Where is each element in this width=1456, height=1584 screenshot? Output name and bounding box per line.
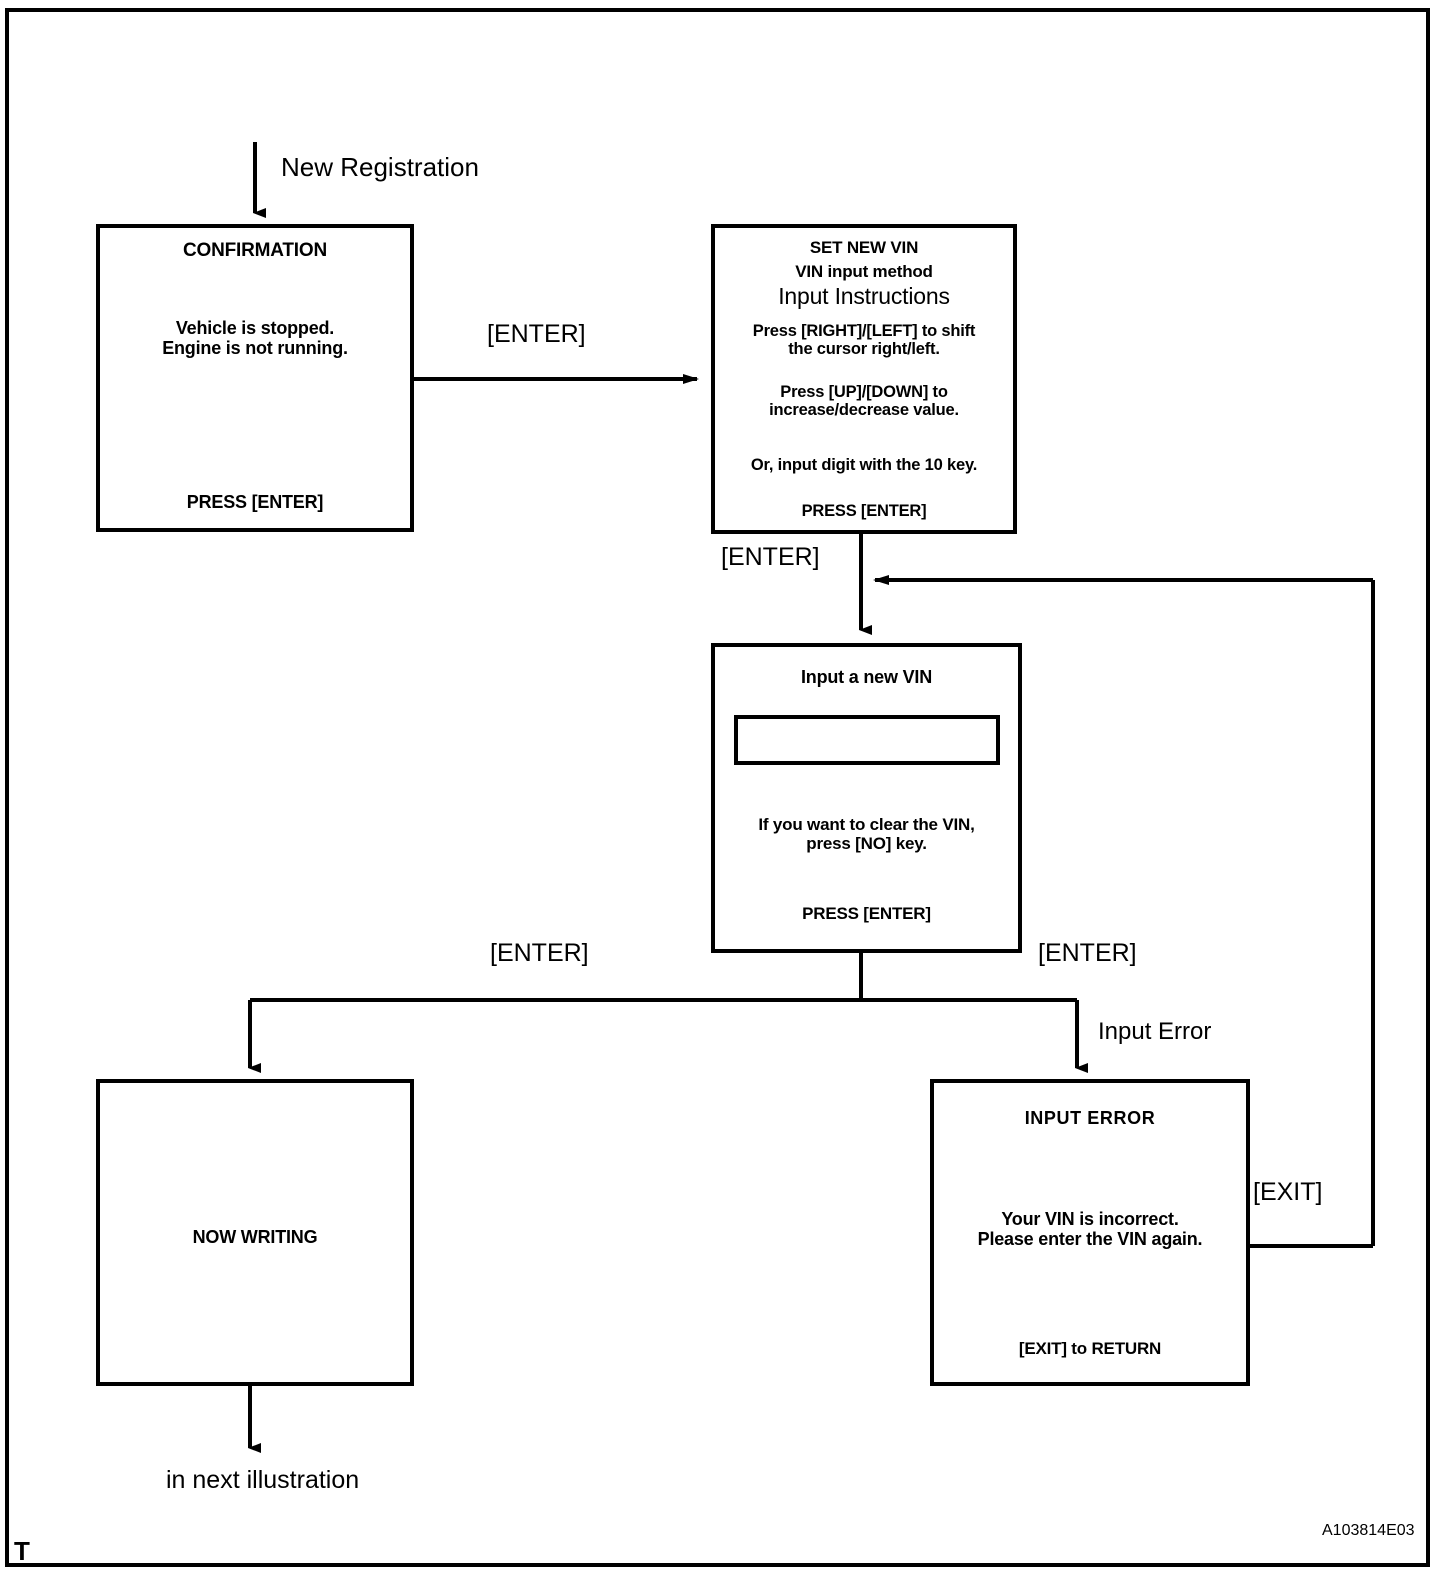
- setnewvin-heading: Input Instructions: [778, 283, 950, 309]
- vin-input-field[interactable]: [734, 715, 1000, 765]
- setnewvin-instruction-3: Or, input digit with the 10 key.: [750, 456, 978, 474]
- label-transition-setvin-to-inputvin: [ENTER]: [721, 543, 820, 571]
- setnewvin-title: SET NEW VIN: [809, 238, 919, 257]
- setnewvin-instruction-1-line1: Press [RIGHT]/[LEFT] to shift: [752, 322, 976, 340]
- confirmation-footer: PRESS [ENTER]: [186, 491, 324, 512]
- setnewvin-instruction-2-line1: Press [UP]/[DOWN] to: [780, 383, 948, 401]
- setnewvin-instruction-1: Press [RIGHT]/[LEFT] to shift the cursor…: [717, 322, 1011, 359]
- screen-box-input-new-vin: Input a new VIN If you want to clear the…: [711, 643, 1022, 953]
- inputvin-footer: PRESS [ENTER]: [802, 903, 931, 923]
- inputvin-hint-line2: press [NO] key.: [806, 834, 927, 854]
- nowwriting-title: NOW WRITING: [192, 1227, 318, 1247]
- inputerror-body-line1: Your VIN is incorrect.: [1001, 1209, 1179, 1229]
- confirmation-body-line2: Engine is not running.: [162, 338, 348, 359]
- illustration-code: A103814E03: [1322, 1522, 1415, 1539]
- setnewvin-footer: PRESS [ENTER]: [801, 501, 927, 520]
- page-border-frame: [5, 8, 1430, 1567]
- label-exit-return: [EXIT]: [1253, 1178, 1323, 1206]
- inputvin-hint: If you want to clear the VIN, press [NO]…: [717, 815, 1016, 853]
- label-transition-confirmation-to-setvin: [ENTER]: [487, 320, 586, 348]
- inputvin-title: Input a new VIN: [800, 667, 932, 687]
- confirmation-title: CONFIRMATION: [183, 240, 327, 261]
- screen-box-input-error: INPUT ERROR Your VIN is incorrect. Pleas…: [930, 1079, 1250, 1386]
- label-next-illustration: in next illustration: [166, 1466, 360, 1494]
- screen-box-set-new-vin: SET NEW VIN VIN input method Input Instr…: [711, 224, 1017, 534]
- inputerror-footer: [EXIT] to RETURN: [1018, 1338, 1162, 1358]
- corner-mark: T: [14, 1536, 30, 1566]
- screen-box-confirmation: CONFIRMATION Vehicle is stopped. Engine …: [96, 224, 414, 532]
- confirmation-body: Vehicle is stopped. Engine is not runnin…: [100, 318, 410, 358]
- label-transition-inputvin-to-error: [ENTER]: [1038, 939, 1137, 967]
- inputerror-body: Your VIN is incorrect. Please enter the …: [936, 1209, 1244, 1249]
- setnewvin-instruction-1-line2: the cursor right/left.: [788, 340, 940, 359]
- confirmation-body-line1: Vehicle is stopped.: [175, 318, 335, 338]
- inputvin-hint-line1: If you want to clear the VIN,: [758, 815, 975, 834]
- screen-box-now-writing: NOW WRITING: [96, 1079, 414, 1386]
- setnewvin-instruction-2: Press [UP]/[DOWN] to increase/decrease v…: [717, 383, 1011, 420]
- setnewvin-instruction-2-line2: increase/decrease value.: [769, 401, 959, 420]
- label-new-registration: New Registration: [281, 152, 479, 182]
- inputerror-body-line2: Please enter the VIN again.: [977, 1229, 1203, 1250]
- label-input-error-branch: Input Error: [1098, 1018, 1212, 1045]
- inputerror-title: INPUT ERROR: [1024, 1108, 1156, 1128]
- label-transition-inputvin-to-writing: [ENTER]: [490, 939, 589, 967]
- setnewvin-subtitle: VIN input method: [795, 262, 933, 281]
